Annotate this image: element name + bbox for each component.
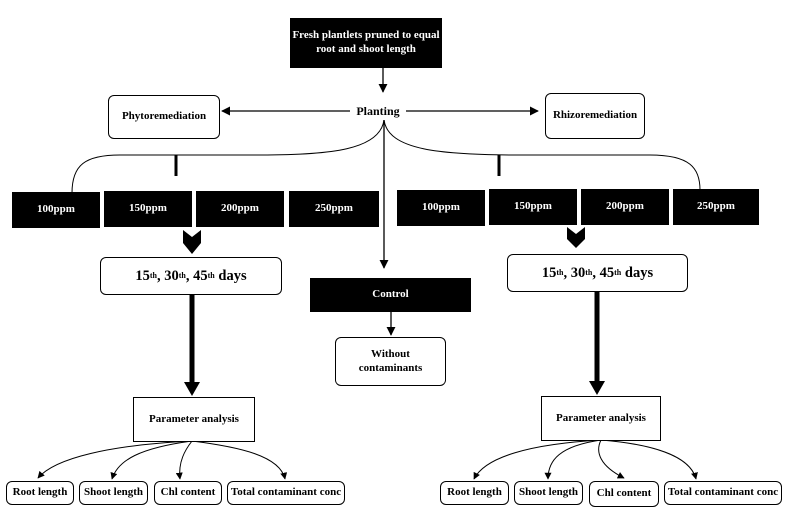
chevron-right-icon	[567, 227, 585, 248]
fan-right-3	[598, 439, 625, 479]
parameter-analysis-left: Parameter analysis	[133, 397, 255, 442]
right-conc-150: 150ppm	[489, 189, 577, 225]
start-box-line2: root and shoot length	[316, 43, 416, 55]
without-contaminants-box: Without contaminants	[335, 337, 446, 386]
parameter-analysis-right: Parameter analysis	[541, 396, 661, 441]
control-box: Control	[310, 278, 471, 312]
left-conc-250: 250ppm	[289, 191, 379, 227]
right-param-total-contaminant: Total contaminant conc	[664, 481, 782, 505]
fan-left-4	[191, 440, 288, 480]
bracket-left	[71, 119, 385, 194]
start-box-line1: Fresh plantlets pruned to equal	[292, 29, 440, 42]
right-conc-200: 200ppm	[581, 189, 669, 225]
fan-left-1	[37, 440, 193, 479]
right-param-chl-content: Chl content	[589, 481, 659, 507]
bracket-right	[383, 119, 701, 191]
left-param-root-length: Root length	[6, 481, 74, 505]
planting-label: Planting	[350, 102, 406, 120]
start-box: Fresh plantlets pruned to equal root and…	[290, 18, 442, 68]
left-conc-150: 150ppm	[104, 191, 192, 227]
fan-left-2	[110, 440, 193, 480]
fan-right-4	[600, 439, 698, 480]
right-conc-100: 100ppm	[397, 190, 485, 226]
right-param-root-length: Root length	[440, 481, 509, 505]
right-conc-250: 250ppm	[673, 189, 759, 225]
chevron-left-icon	[183, 230, 201, 254]
fan-right-1	[473, 439, 602, 480]
fan-left-3	[175, 440, 193, 480]
fan-right-2	[544, 439, 602, 480]
rhizoremediation-box: Rhizoremediation	[545, 93, 645, 139]
phytoremediation-box: Phytoremediation	[108, 95, 220, 139]
left-conc-100: 100ppm	[12, 192, 100, 228]
right-param-shoot-length: Shoot length	[514, 481, 583, 505]
left-param-total-contaminant: Total contaminant conc	[227, 481, 345, 505]
left-param-shoot-length: Shoot length	[79, 481, 148, 505]
left-param-chl-content: Chl content	[154, 481, 222, 505]
left-conc-200: 200ppm	[196, 191, 284, 227]
